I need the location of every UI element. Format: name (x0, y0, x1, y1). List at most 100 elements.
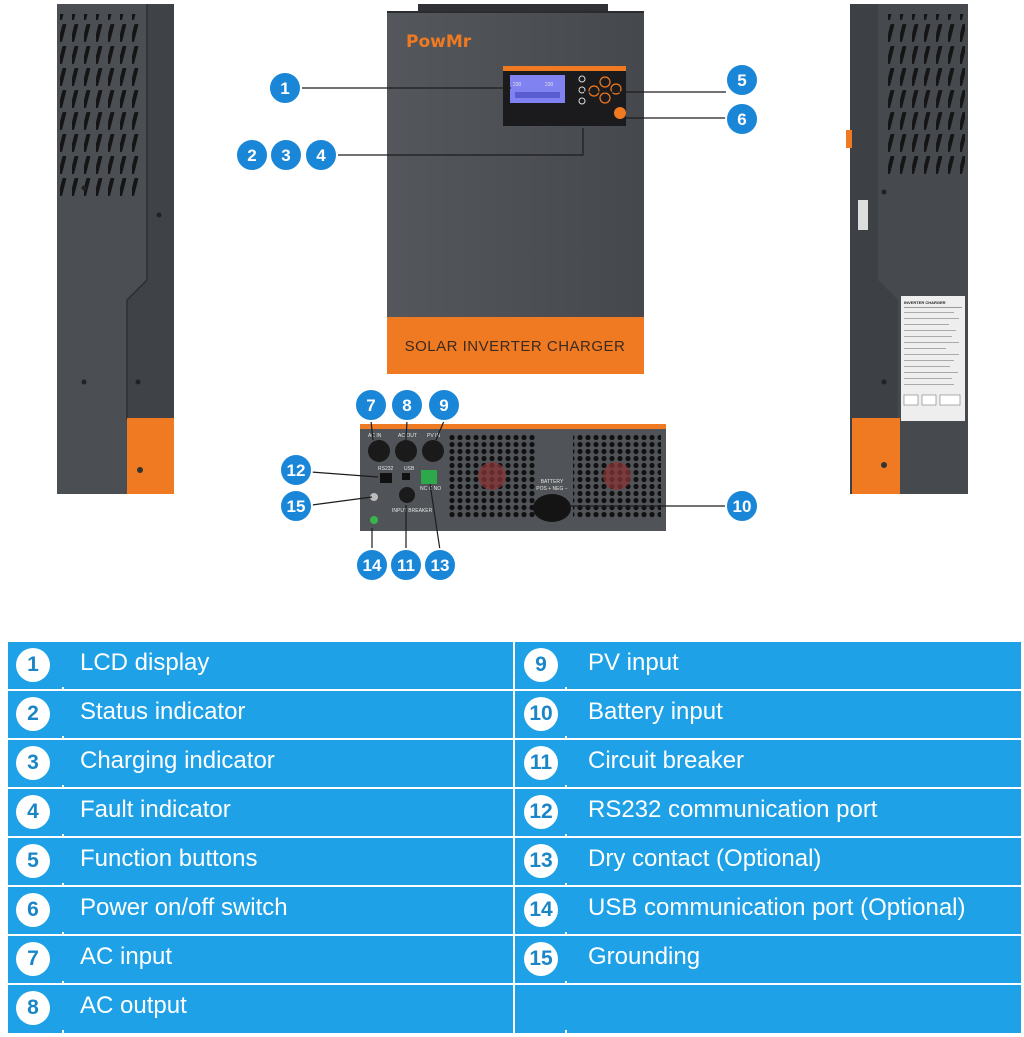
callouts: 1 2 3 4 5 6 7 8 9 10 11 12 13 14 15 (235, 63, 759, 582)
legend-label: USB communication port (Optional) (588, 894, 966, 921)
left-side-view (57, 4, 174, 494)
product-diagram: PowMr 230 230 SOLAR INVERTER CHARGER INV… (57, 4, 968, 582)
fault-led (578, 97, 586, 105)
rs232-port[interactable] (380, 473, 392, 483)
svg-text:11: 11 (397, 556, 415, 575)
lcd-readout-left: 230 (513, 82, 522, 88)
pv-input-port[interactable] (422, 440, 444, 462)
circuit-breaker[interactable] (399, 487, 415, 503)
callout-15: 15 (279, 489, 313, 523)
callout-6: 6 (725, 102, 759, 136)
legend-badge: 7 (16, 942, 50, 976)
battery-label: BATTERY (541, 479, 564, 485)
legend-label: Grounding (588, 943, 701, 970)
svg-text:15: 15 (287, 497, 306, 516)
legend-badge: 13 (524, 844, 558, 878)
legend-badge: 15 (524, 942, 558, 976)
lcd-readout-right: 230 (545, 82, 554, 88)
callout-5: 5 (725, 63, 759, 97)
callout-2: 2 (235, 138, 269, 172)
legend-badge: 11 (524, 746, 558, 780)
callout-7: 7 (354, 388, 388, 422)
battery-input-port[interactable] (533, 494, 571, 522)
legend-label: RS232 communication port (588, 796, 878, 823)
svg-text:4: 4 (316, 146, 326, 165)
legend-row-4: 4 Fault indicator (8, 789, 513, 834)
legend-label: Power on/off switch (80, 894, 288, 921)
rs232-label: RS232 (378, 466, 394, 472)
battery-polarity: POS + NEG − (536, 486, 567, 492)
callout-3: 3 (269, 138, 303, 172)
legend-label: AC output (80, 992, 187, 1019)
orange-panel (852, 418, 900, 494)
legend-badge: 1 (16, 648, 50, 682)
callout-8: 8 (390, 388, 424, 422)
legend-row-3: 3 Charging indicator (8, 740, 513, 785)
front-label: SOLAR INVERTER CHARGER (405, 338, 626, 355)
function-button-2[interactable] (599, 76, 611, 88)
svg-text:1: 1 (280, 79, 289, 98)
callout-11: 11 (389, 548, 423, 582)
bottom-view: BATTERY POS + NEG − AC IN AC OUT PV IN R… (360, 424, 666, 531)
ac-out-label: AC OUT (398, 433, 417, 439)
usb-port[interactable] (402, 473, 410, 480)
legend-label: Status indicator (80, 698, 246, 725)
legend-label: AC input (80, 943, 173, 970)
callout-1: 1 (268, 71, 302, 105)
legend-row-7: 7 AC input (8, 936, 513, 981)
svg-text:10: 10 (733, 497, 752, 516)
function-button-1[interactable] (588, 85, 600, 97)
svg-text:14: 14 (363, 556, 382, 575)
power-switch[interactable] (614, 107, 626, 119)
svg-text:2: 2 (247, 146, 256, 165)
svg-text:12: 12 (287, 461, 306, 480)
legend-table: 1 LCD display 2 Status indicator 3 Charg… (8, 642, 1021, 1033)
legend-row-14: 14 USB communication port (Optional) (516, 887, 1021, 932)
callout-10: 10 (725, 489, 759, 523)
orange-panel (127, 418, 174, 494)
svg-text:9: 9 (439, 396, 448, 415)
function-button-4[interactable] (610, 83, 622, 95)
svg-text:7: 7 (366, 396, 375, 415)
legend-row-empty (516, 985, 1021, 1030)
legend-row-15: 15 Grounding (516, 936, 1021, 981)
legend-label: Circuit breaker (588, 747, 745, 774)
dry-contact-terminal[interactable] (421, 470, 437, 484)
svg-text:6: 6 (737, 110, 746, 129)
legend-badge: 9 (524, 648, 558, 682)
ac-output-port[interactable] (395, 440, 417, 462)
legend-row-13: 13 Dry contact (Optional) (516, 838, 1021, 883)
charging-led (578, 86, 586, 94)
lcd-screen (510, 75, 565, 103)
function-button-3[interactable] (599, 92, 611, 104)
legend-badge: 10 (524, 697, 558, 731)
status-led (578, 75, 586, 83)
legend-row-9: 9 PV input (516, 642, 1021, 687)
legend-label: Battery input (588, 698, 723, 725)
legend-badge: 4 (16, 795, 50, 829)
svg-text:13: 13 (431, 556, 450, 575)
callout-12: 12 (279, 453, 313, 487)
ac-input-port[interactable] (368, 440, 390, 462)
legend-label: LCD display (80, 649, 210, 676)
ground-symbol (370, 516, 378, 524)
legend-row-2: 2 Status indicator (8, 691, 513, 736)
callout-14: 14 (355, 548, 389, 582)
usb-label: USB (404, 466, 415, 472)
callout-4: 4 (304, 138, 338, 172)
callout-9: 9 (427, 388, 461, 422)
legend-row-11: 11 Circuit breaker (516, 740, 1021, 785)
sticker-title: INVERTER CHARGER (904, 300, 946, 305)
legend-row-8: 8 AC output (8, 985, 513, 1030)
front-view: PowMr 230 230 SOLAR INVERTER CHARGER (387, 4, 644, 374)
right-side-view: INVERTER CHARGER (846, 4, 968, 494)
legend-label: PV input (588, 649, 679, 676)
grounding-screw (370, 493, 378, 501)
legend-badge: 8 (16, 991, 50, 1025)
legend-badge: 6 (16, 893, 50, 927)
vent-slots (883, 14, 965, 174)
legend-row-10: 10 Battery input (516, 691, 1021, 736)
legend-row-1: 1 LCD display (8, 642, 513, 687)
legend-row-5: 5 Function buttons (8, 838, 513, 883)
pv-in-label: PV IN (427, 433, 440, 439)
